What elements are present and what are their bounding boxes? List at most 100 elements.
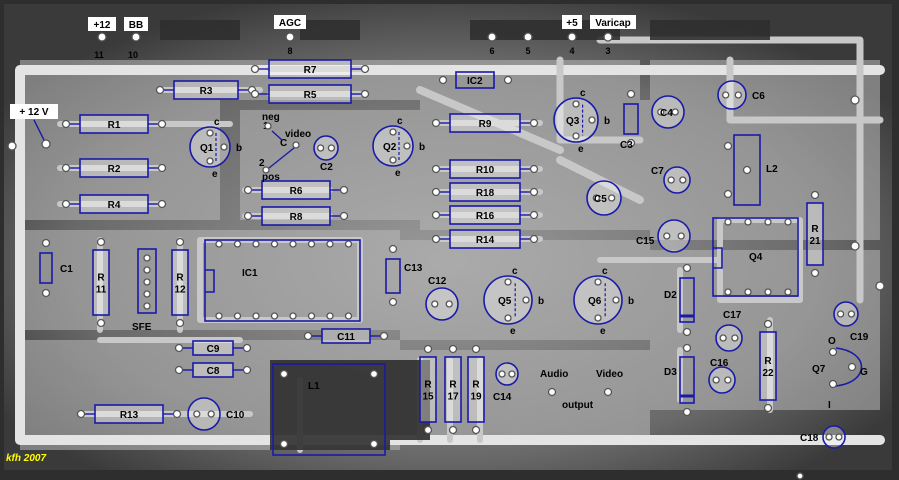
ic2-notch: [713, 247, 723, 269]
q7-pin-g: G: [860, 367, 868, 378]
pin-b: b: [628, 296, 634, 307]
label-plus12: +12: [94, 20, 111, 31]
label: C16: [710, 358, 729, 369]
mounting-holes: [7, 95, 885, 480]
label: C11: [337, 332, 355, 343]
supply-label: + 12 V: [19, 107, 49, 118]
label: R: [97, 273, 105, 284]
outline: [483, 275, 533, 325]
connector-pin-11: +12 11: [88, 17, 116, 60]
c13-label: C13: [404, 263, 423, 274]
label: Q6: [588, 296, 602, 307]
label: C2: [320, 162, 333, 173]
pin-c: c: [214, 117, 220, 128]
part-c12: C12: [425, 276, 459, 321]
part-c9: C9: [174, 340, 252, 356]
label: R8: [290, 212, 303, 223]
part-r3: R3: [155, 80, 257, 100]
outline: [419, 356, 437, 423]
outline: [759, 331, 777, 401]
switch-pos: pos: [262, 172, 280, 183]
label: Q3: [566, 116, 580, 127]
pin-e: e: [212, 169, 218, 180]
pin-c: c: [397, 116, 403, 127]
part-r22: R22: [759, 319, 777, 413]
label: 15: [422, 392, 434, 403]
q7-regulator: O G I Q7: [812, 336, 868, 411]
credit-text: kfh 2007: [6, 453, 46, 464]
outline: [657, 219, 691, 253]
part-r8: R8: [243, 206, 349, 226]
label: 11: [96, 285, 107, 296]
part-c6: C6: [717, 80, 765, 110]
connector-header: +12 11 BB 10 AGC 8 6 5 +5 4: [88, 15, 636, 60]
label: 17: [447, 392, 459, 403]
l2-outline: [272, 363, 386, 456]
pin-b: b: [236, 143, 242, 154]
label: Q1: [200, 143, 214, 154]
pad-8: [285, 32, 295, 42]
pin-number-4: 4: [569, 46, 574, 56]
label-bb: BB: [129, 20, 143, 31]
label: R1: [108, 120, 121, 131]
ic2-outline: [712, 217, 799, 297]
pcb-traces: [15, 36, 885, 453]
c3-label: C3: [620, 140, 633, 151]
switch-neg: neg: [262, 112, 280, 123]
label: R13: [120, 410, 139, 421]
outline: [79, 158, 149, 178]
d3-diode: D3: [664, 343, 695, 417]
q7-label: Q7: [812, 364, 826, 375]
pad-3: [603, 32, 613, 42]
part-c15: C15: [636, 219, 691, 253]
label: C18: [800, 433, 819, 444]
label: C10: [226, 410, 245, 421]
label: C5: [594, 194, 607, 205]
label: C8: [207, 366, 220, 377]
label: C4: [660, 108, 673, 119]
pin-e: e: [600, 326, 606, 337]
c3-outline: [623, 103, 639, 135]
part-r6: R6: [243, 180, 349, 200]
label: R: [424, 380, 432, 391]
connector-pin-3: Varicap 3: [590, 15, 636, 56]
outline: [268, 84, 352, 104]
l1-label: IC2: [467, 76, 483, 87]
q4-label: L2: [766, 164, 778, 175]
label: 22: [762, 368, 774, 379]
q7-pin-i: I: [828, 400, 831, 411]
ic2-pins: [724, 218, 792, 296]
connector-pin-6: 6: [487, 32, 497, 56]
part-c4: C4: [651, 95, 685, 129]
outline: [173, 80, 239, 100]
connector-pin-5: 5: [523, 32, 533, 56]
pin-number-10: 10: [128, 50, 138, 60]
label: Q2: [383, 142, 397, 153]
part-r1: R1: [61, 114, 167, 134]
supply-label-box: [10, 104, 58, 119]
pin-number-5: 5: [525, 46, 530, 56]
part-c2: C2: [313, 135, 339, 173]
outline: [449, 113, 521, 133]
part-r15: R15: [419, 344, 437, 435]
outline: [79, 194, 149, 214]
outline: [79, 114, 149, 134]
c1-outline: [39, 252, 53, 284]
label: C17: [723, 310, 742, 321]
part-r21: R21: [806, 190, 824, 278]
label: R: [811, 224, 819, 235]
part-r11: R11: [92, 237, 110, 328]
part-r5: R5: [250, 84, 370, 104]
label: C15: [636, 236, 655, 247]
label: 12: [174, 285, 186, 296]
label-box-plus5: [562, 15, 582, 29]
part-c16: C16: [708, 358, 736, 394]
label: R16: [476, 211, 495, 222]
pin-b: b: [538, 296, 544, 307]
label: Q5: [498, 296, 512, 307]
ic1-label: IC1: [242, 268, 258, 279]
